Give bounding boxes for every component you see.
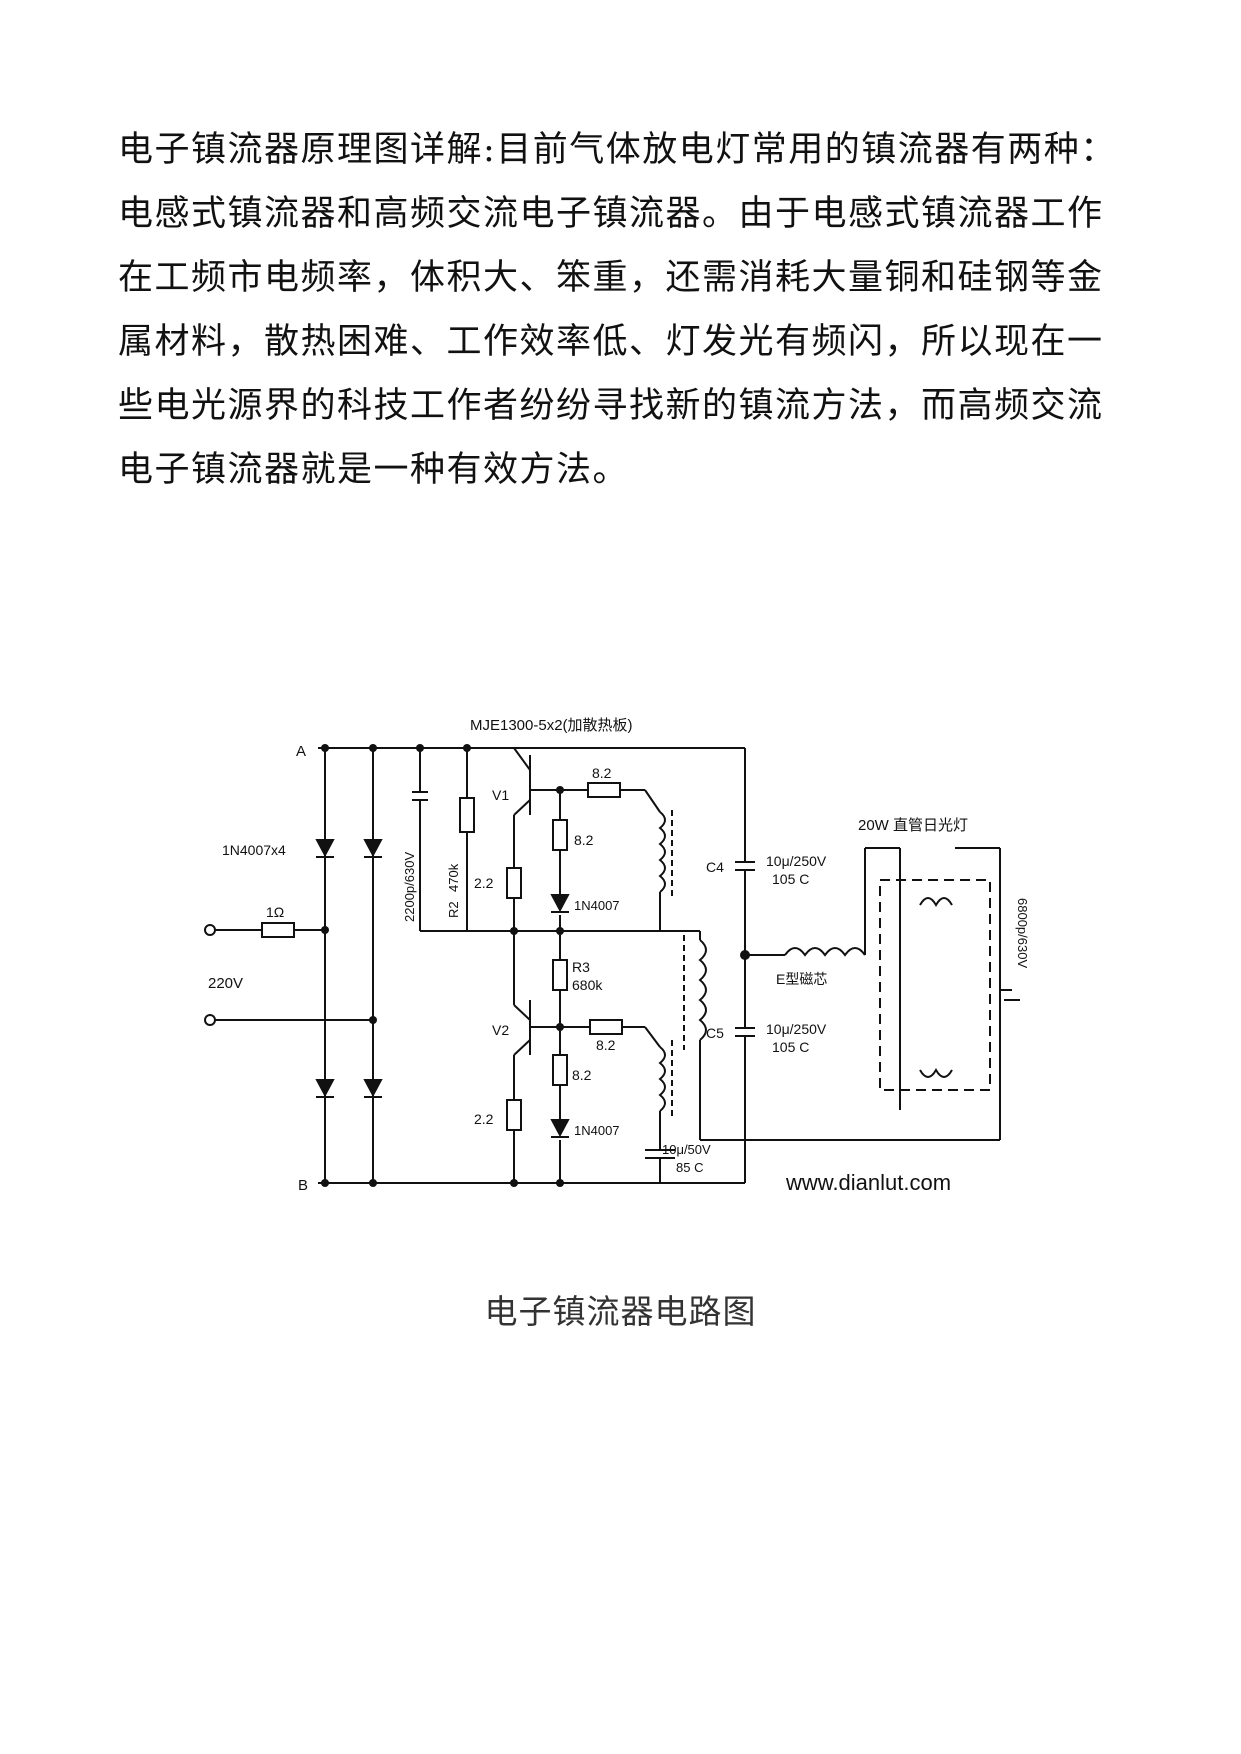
r-8-2-top-label: 8.2 [592, 765, 612, 781]
website-watermark: www.dianlut.com [785, 1170, 951, 1195]
figure-caption: 电子镇流器电路图 [484, 1292, 757, 1331]
r-8-2-mid-label: 8.2 [596, 1037, 616, 1053]
diode-top-label: 1N4007 [574, 898, 620, 913]
r-2-2-top-label: 2.2 [474, 875, 494, 891]
v2-label: V2 [492, 1022, 509, 1038]
inductor-label: E型磁芯 [776, 971, 827, 987]
c5-temp-label: 105 C [772, 1039, 809, 1055]
r-8-2-left-label: 8.2 [574, 832, 594, 848]
fuse-label: 1Ω [266, 904, 284, 920]
cap-2200-label: 2200p/630V [402, 852, 417, 922]
circuit-diagram: A B MJE1300-5x2(加散热板) 1N4007x4 1Ω 220V 2… [190, 700, 1070, 1220]
r-8-2-low-label: 8.2 [572, 1067, 592, 1083]
circuit-schematic-svg: A B MJE1300-5x2(加散热板) 1N4007x4 1Ω 220V 2… [204, 716, 1030, 1195]
bridge-label: 1N4007x4 [222, 842, 286, 858]
r2-value-label: 470k [446, 863, 461, 892]
c4-label: C4 [706, 859, 724, 875]
node-b-label: B [298, 1177, 308, 1194]
c4-temp-label: 105 C [772, 871, 809, 887]
transistor-note: MJE1300-5x2(加散热板) [470, 716, 633, 734]
paragraph-line: 电子镇流器原理图详解:目前气体放电灯常用的镇流器有两种： [118, 130, 1117, 170]
cap-small-temp-label: 85 C [676, 1160, 703, 1175]
lamp-label: 20W 直管日光灯 [858, 817, 968, 834]
cap-6800-label: 6800p/630V [1015, 898, 1030, 968]
c5-label: C5 [706, 1025, 724, 1041]
paragraph-line: 电感式镇流器和高频交流电子镇流器。由于电感式镇流器工作 [118, 194, 1104, 234]
v1-label: V1 [492, 787, 509, 803]
paragraph-line: 属材料，散热困难、工作效率低、灯发光有频闪，所以现在一 [118, 322, 1104, 362]
cap-small-value-label: 10μ/50V [662, 1142, 711, 1157]
r3-value-label: 680k [572, 977, 603, 993]
r3-label: R3 [572, 959, 590, 975]
r2-label: R2 [446, 901, 461, 918]
intro-paragraph: 电子镇流器原理图详解:目前气体放电灯常用的镇流器有两种： 电感式镇流器和高频交流… [118, 118, 1138, 502]
paragraph-line: 在工频市电频率，体积大、笨重，还需消耗大量铜和硅钢等金 [118, 258, 1104, 298]
paragraph-line: 电子镇流器就是一种有效方法。 [118, 450, 630, 490]
diode-low-label: 1N4007 [574, 1123, 620, 1138]
input-voltage-label: 220V [208, 975, 243, 992]
c4-value-label: 10μ/250V [766, 853, 827, 869]
r-2-2-low-label: 2.2 [474, 1111, 494, 1127]
c5-value-label: 10μ/250V [766, 1021, 827, 1037]
node-a-label: A [296, 743, 306, 760]
paragraph-line: 些电光源界的科技工作者纷纷寻找新的镇流方法，而高频交流 [118, 386, 1104, 426]
